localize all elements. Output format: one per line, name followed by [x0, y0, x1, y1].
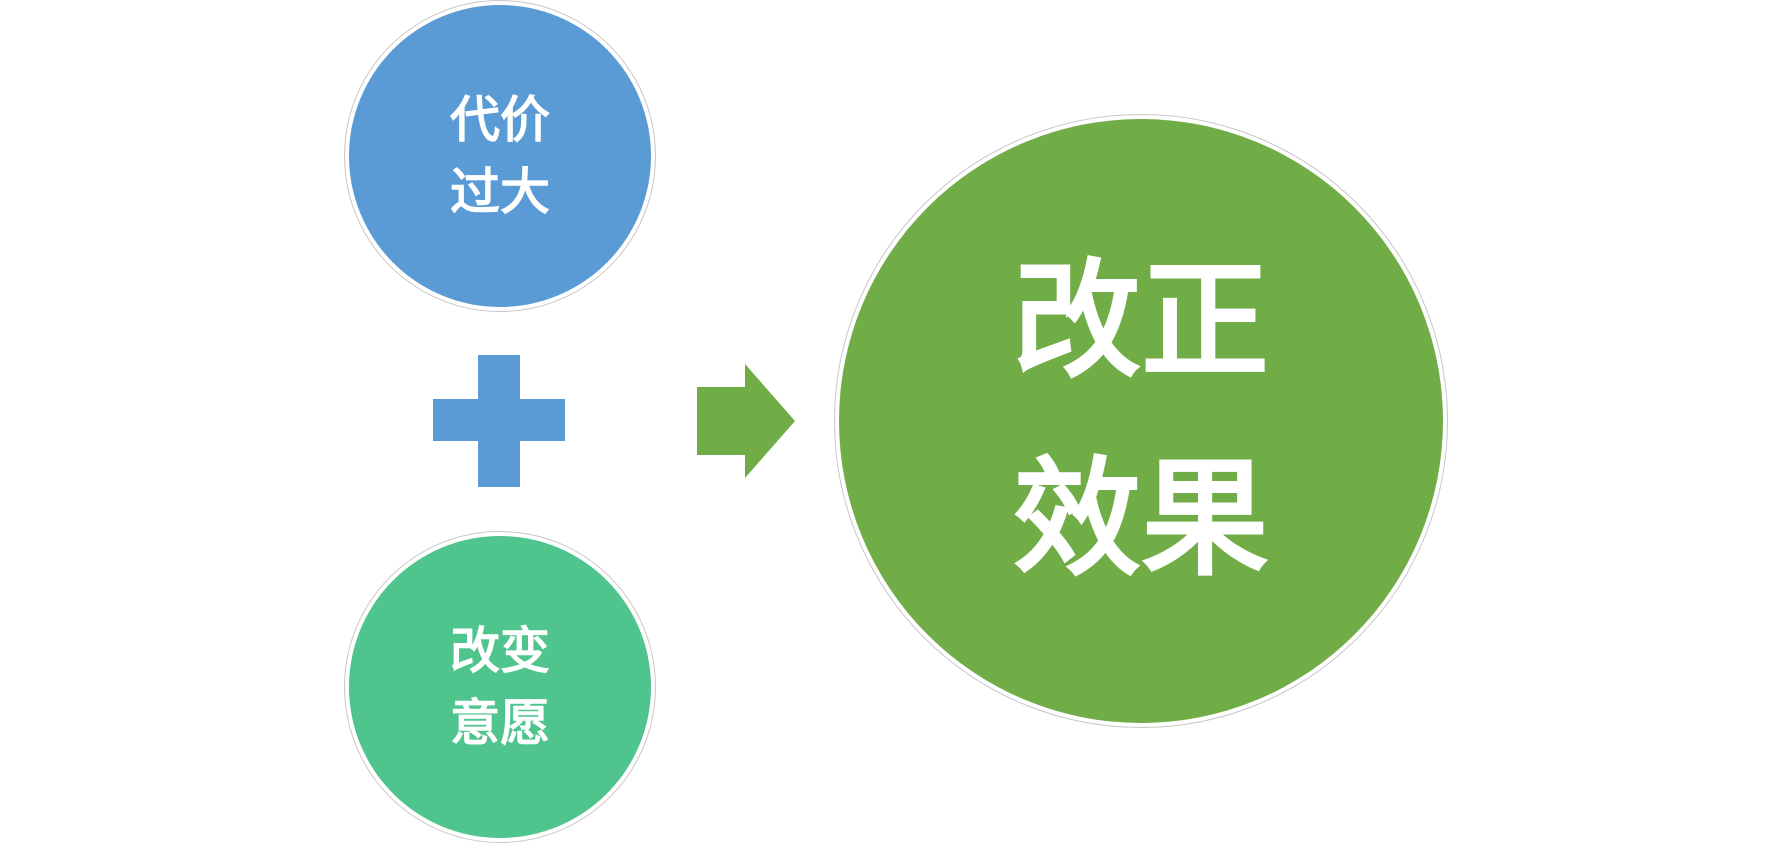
- cost-line-1: 代价: [450, 90, 550, 149]
- will-line-1: 改变: [450, 621, 550, 680]
- effect-line-1: 改正: [1012, 246, 1269, 396]
- effect-line-2: 效果: [1012, 445, 1269, 594]
- will-line-2: 意愿: [450, 694, 550, 752]
- plus-icon: [433, 355, 565, 487]
- arrow-right-icon: [697, 364, 795, 478]
- input-circle-willingness: 改变 意愿: [344, 531, 656, 843]
- cost-line-2: 过大: [450, 163, 550, 221]
- result-circle-effect: 改正 效果: [834, 114, 1448, 728]
- input-circle-cost: 代价 过大: [344, 0, 656, 312]
